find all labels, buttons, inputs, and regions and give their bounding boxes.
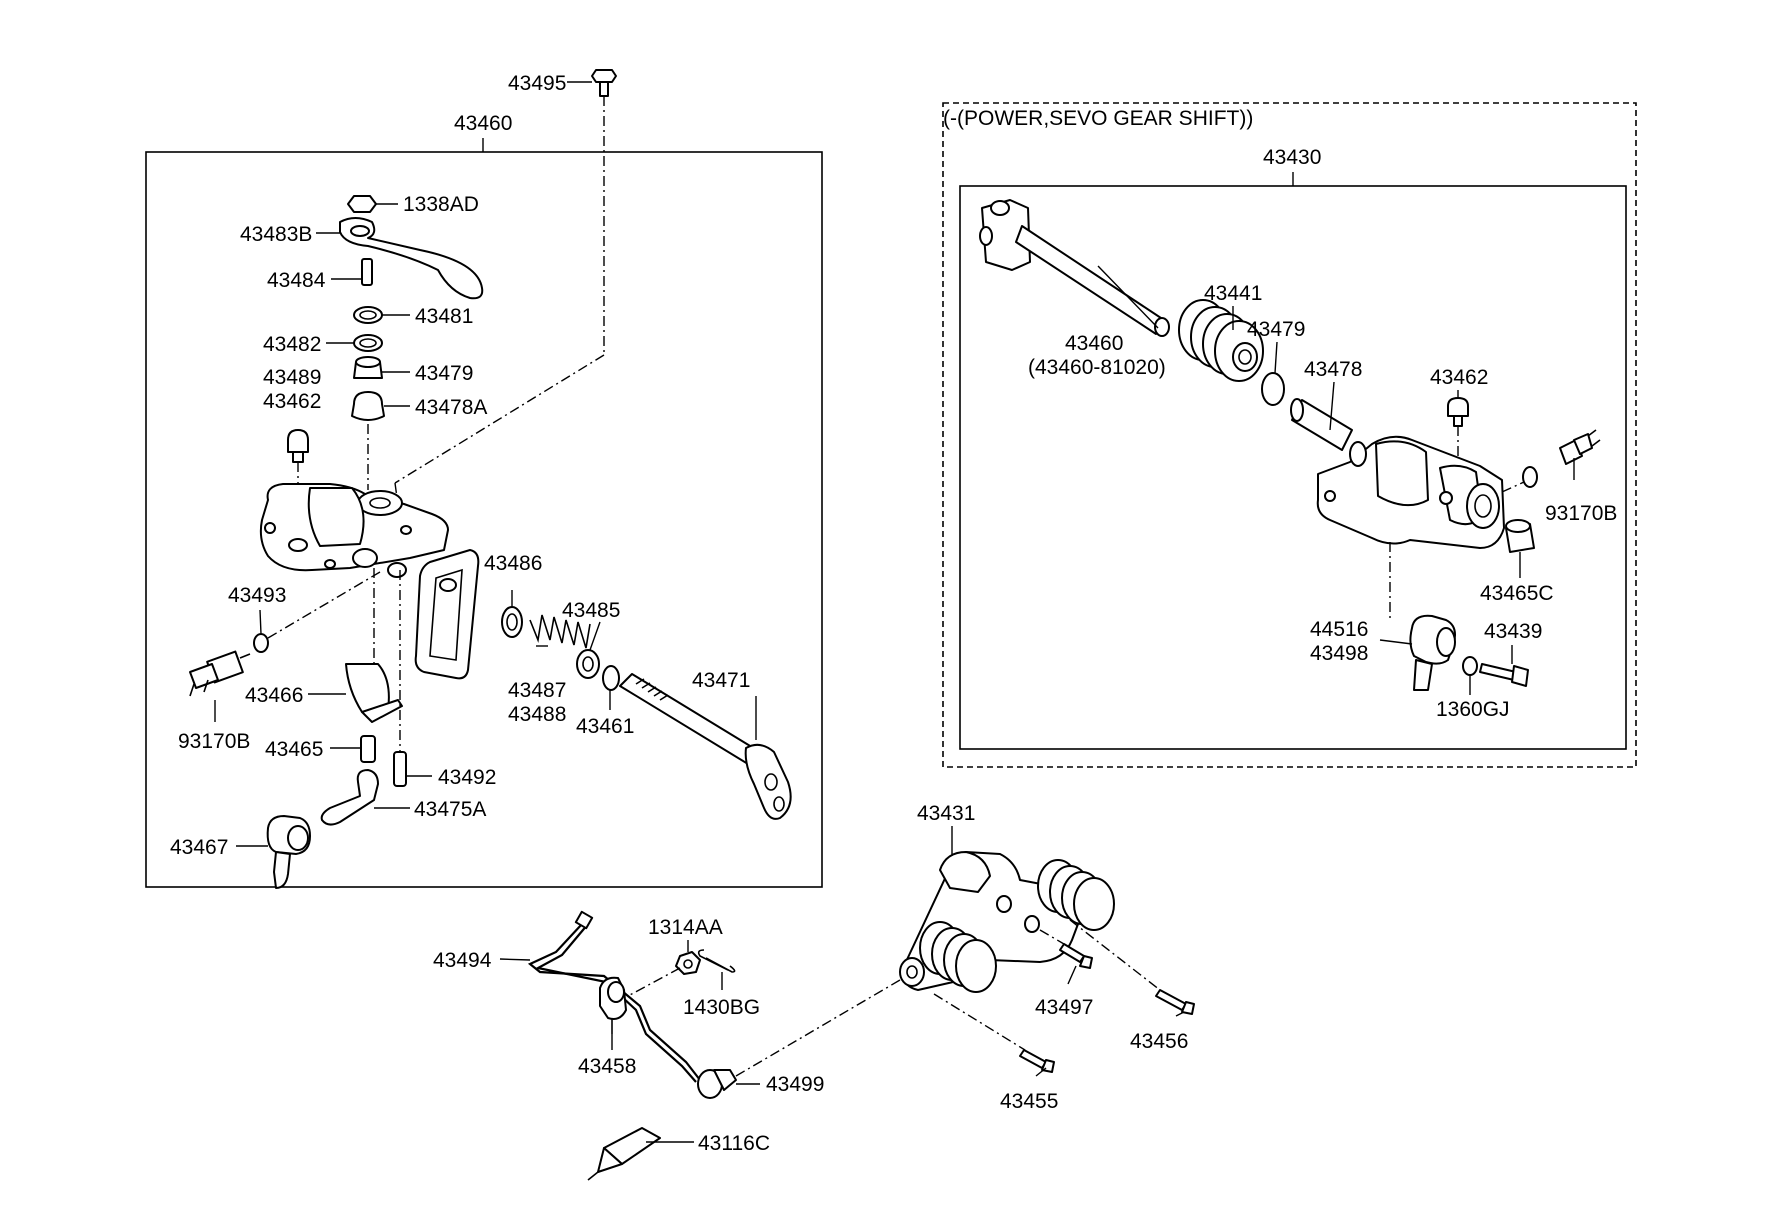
label-43493: 43493: [228, 584, 286, 607]
label-43483B: 43483B: [240, 223, 312, 246]
label-43486: 43486: [484, 552, 542, 575]
plug-43462-power: [1447, 397, 1469, 417]
label-43494: 43494: [433, 949, 492, 972]
label-43430-assembly: 43430: [1263, 146, 1321, 169]
label-43484: 43484: [267, 269, 326, 292]
label-43460-assembly: 43460: [454, 112, 512, 135]
boot-43441: [1178, 299, 1264, 382]
pin-43465: [360, 735, 376, 763]
label-43462-power: 43462: [1430, 366, 1488, 389]
label-43478: 43478: [1304, 358, 1362, 381]
nut-1338AD: [347, 195, 377, 213]
cap-43478A: [351, 391, 385, 421]
ring-power: [1522, 466, 1538, 488]
bolt-43455: [1019, 1049, 1047, 1069]
pin-43492: [393, 751, 407, 787]
washer-43482: [353, 334, 383, 352]
seal-43486: [501, 606, 523, 638]
fork-44516: [1409, 614, 1456, 691]
label-43498: 43498: [1310, 642, 1368, 665]
shaft-43471: [619, 673, 792, 820]
label-43460-power: 43460: [1065, 332, 1123, 355]
ring-43479: [1261, 372, 1285, 406]
switch-93170B-power: [1559, 429, 1601, 465]
label-43466: 43466: [245, 684, 303, 707]
label-43455: 43455: [1000, 1090, 1058, 1113]
label-43439: 43439: [1484, 620, 1542, 643]
power-shift-housing: [1316, 435, 1505, 549]
label-43458: 43458: [578, 1055, 636, 1078]
label-43499: 43499: [766, 1073, 824, 1096]
label-43497: 43497: [1035, 996, 1093, 1019]
label-43441: 43441: [1204, 282, 1262, 305]
label-43482: 43482: [263, 333, 321, 356]
label-43471: 43471: [692, 669, 750, 692]
label-43478A: 43478A: [415, 396, 487, 419]
label-43456: 43456: [1130, 1030, 1188, 1053]
label-1430BG: 1430BG: [683, 996, 760, 1019]
power-group-title: (-(POWER,SEVO GEAR SHIFT)): [943, 107, 1253, 130]
bolt-43497: [1059, 943, 1085, 963]
label-43489: 43489: [263, 366, 321, 389]
label-43479-power: 43479: [1247, 318, 1305, 341]
label-43467: 43467: [170, 836, 228, 859]
power-group-frame: [942, 102, 1637, 768]
cylinder-43431: [899, 851, 1115, 993]
label-43487: 43487: [508, 679, 566, 702]
label-1338AD: 1338AD: [403, 193, 479, 216]
washer-43481: [353, 306, 383, 324]
label-43462: 43462: [263, 390, 321, 413]
pin-1430BG: [697, 949, 736, 973]
label-1314AA: 1314AA: [648, 916, 723, 939]
label-43461: 43461: [576, 715, 634, 738]
pin-43484: [361, 258, 373, 286]
plug-43462: [287, 429, 309, 453]
label-43465C: 43465C: [1480, 582, 1554, 605]
lever-43483B: [339, 217, 484, 300]
fork-43467: [266, 815, 311, 889]
label-43488: 43488: [508, 703, 566, 726]
label-43492: 43492: [438, 766, 496, 789]
bolt-43439: [1479, 663, 1517, 681]
label-43479: 43479: [415, 362, 473, 385]
label-43431: 43431: [917, 802, 975, 825]
label-93170B: 93170B: [178, 730, 250, 753]
label-43481: 43481: [415, 305, 473, 328]
rod-43460: [979, 199, 1170, 337]
spring-43487: [529, 614, 591, 649]
clip-43458: [599, 976, 627, 1034]
tube-43116C: [587, 1127, 661, 1181]
label-1360GJ: 1360GJ: [1436, 698, 1510, 721]
nut-1314AA: [675, 951, 701, 975]
ring-43461: [602, 665, 620, 691]
label-43116C: 43116C: [698, 1132, 770, 1155]
label-43495: 43495: [508, 72, 566, 95]
washer-43485: [576, 649, 600, 679]
label-43485: 43485: [562, 599, 620, 622]
label-43475A: 43475A: [414, 798, 486, 821]
ring-43493: [253, 633, 269, 653]
washer-1360GJ: [1462, 656, 1478, 676]
main-assembly-frame: [145, 151, 823, 888]
shift-housing: [259, 483, 449, 578]
label-43465: 43465: [265, 738, 323, 761]
bolt-43456: [1155, 989, 1187, 1011]
pipe-43494: [527, 923, 701, 1081]
label-93170B-power: 93170B: [1545, 502, 1617, 525]
lever-43475A: [320, 769, 379, 826]
bolt-43495: [394, 69, 617, 506]
switch-93170B: [189, 650, 251, 697]
label-44516: 44516: [1310, 618, 1368, 641]
label-43460-81020: (43460-81020): [1028, 356, 1166, 379]
